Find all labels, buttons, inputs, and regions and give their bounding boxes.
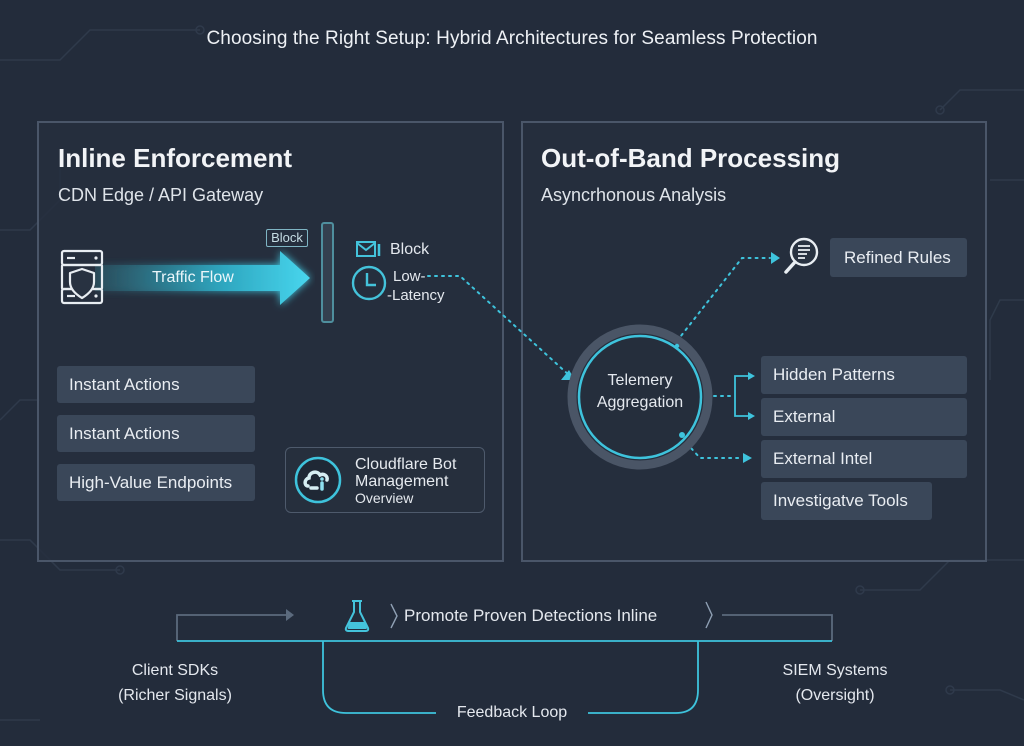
clock-icon [351,265,387,301]
inline-panel-subtitle: CDN Edge / API Gateway [58,185,264,205]
cloudflare-card-text: Cloudflare Bot Management Overview [355,456,456,507]
chip-label: Instant Actions [69,374,180,394]
cloudflare-logo-icon [294,456,342,504]
refined-rules-chip: Refined Rules [830,238,967,277]
siem-systems-line2: (Oversight) [795,687,875,704]
cloudflare-card-line1: Cloudflare Bot [355,456,457,473]
block-label: Block [390,241,430,258]
telemetry-hub [567,324,713,470]
arrowhead-hidden-patterns [748,372,755,380]
block-tag-label: Block [271,230,303,245]
arrowhead-refined-rules [771,252,780,264]
promote-right-line [722,614,833,641]
hub-label-line1: Telemery [607,372,673,389]
inline-panel-title: Inline Enforcement [58,143,293,173]
traffic-flow-arrow [95,251,310,305]
promote-left-line [176,614,286,641]
inline-chip-instant-actions-1: Instant Actions [57,366,255,403]
cloudflare-card-line2: Management [355,473,449,490]
chip-label: Instant Actions [69,423,180,443]
siem-systems-line1: SIEM Systems [782,662,888,679]
oob-panel-title: Out-of-Band Processing [541,143,841,173]
inline-chip-high-value-endpoints: High-Value Endpoints [57,464,255,501]
latency-label-line2: -Latency [387,287,445,304]
flask-icon [344,600,370,632]
feedback-loop-label: Feedback Loop [456,704,568,721]
feedback-loop-right [588,641,699,714]
siem-systems-label: SIEM Systems (Oversight) [760,658,910,708]
arrowhead-external-intel [743,453,752,463]
chip-label: Refined Rules [844,247,951,267]
branch-bracket [734,375,748,417]
output-chip-investigative-tools: Investigatve Tools [761,482,932,520]
client-sdks-label: Client SDKs (Richer Signals) [100,658,250,708]
output-chip-hidden-patterns: Hidden Patterns [761,356,967,394]
client-sdks-line2: (Richer Signals) [118,687,232,704]
inline-chip-instant-actions-2: Instant Actions [57,415,255,452]
hub-label-line2: Aggregation [596,394,684,411]
magnifier-document-icon [784,237,819,274]
chevron-left-icon [390,603,398,629]
client-sdks-line1: Client SDKs [131,662,219,679]
traffic-flow-label: Traffic Flow [152,269,234,286]
chip-label: Hidden Patterns [773,365,895,384]
chip-label: External [773,407,836,426]
promote-arrowhead [286,609,294,621]
promote-detections-label: Promote Proven Detections Inline [404,606,658,625]
output-chip-external: External [761,398,967,436]
gateway-bar [321,222,334,323]
feedback-loop-left [322,641,436,714]
latency-label-line1: Low- [393,268,426,285]
output-chip-external-intel: External Intel [761,440,967,478]
server-shield-icon [60,249,104,305]
chip-label: Investigatve Tools [773,491,908,510]
arrowhead-external [748,412,755,420]
chip-label: External Intel [773,449,873,468]
envelope-block-icon [356,241,381,257]
cloudflare-card-line3: Overview [355,490,414,506]
block-tag: Block [266,229,308,247]
telemetry-hub-label: Telemery Aggregation [580,370,700,414]
oob-panel-subtitle: Asyncrhonous Analysis [541,185,727,205]
page-title: Choosing the Right Setup: Hybrid Archite… [206,28,818,49]
chevron-right-icon [705,601,713,629]
hub-to-refined-rules-connector [676,257,771,342]
chip-label: High-Value Endpoints [69,472,233,492]
